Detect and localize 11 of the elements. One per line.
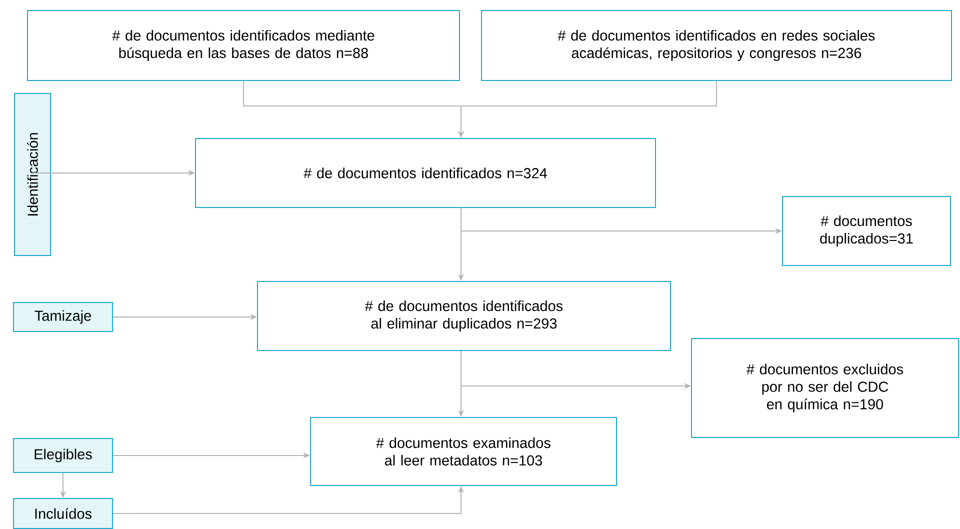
stage-label: Elegibles (13, 438, 113, 473)
process-box: # documentos duplicados=31 (782, 196, 951, 266)
process-box: # de documentos identificados mediante búsqueda en las bases de datos n=88 (27, 10, 460, 81)
process-box: # de documentos identificados n=324 (195, 138, 656, 208)
process-box: # de documentos identificados al eliminar duplicados n=293 (257, 281, 671, 351)
process-box: # de documentos identificados en redes sociales académicas, repositorios y congresos n=236 (481, 10, 952, 81)
stage-label: Tamizaje (13, 302, 113, 332)
process-box: # documentos excluidos por no ser del CDC en química n=190 (691, 338, 959, 438)
process-box: # documentos examinados al leer metadatos n=103 (310, 417, 617, 486)
stage-label: Incluídos (13, 498, 113, 529)
stage-label: Identificación (14, 93, 52, 256)
